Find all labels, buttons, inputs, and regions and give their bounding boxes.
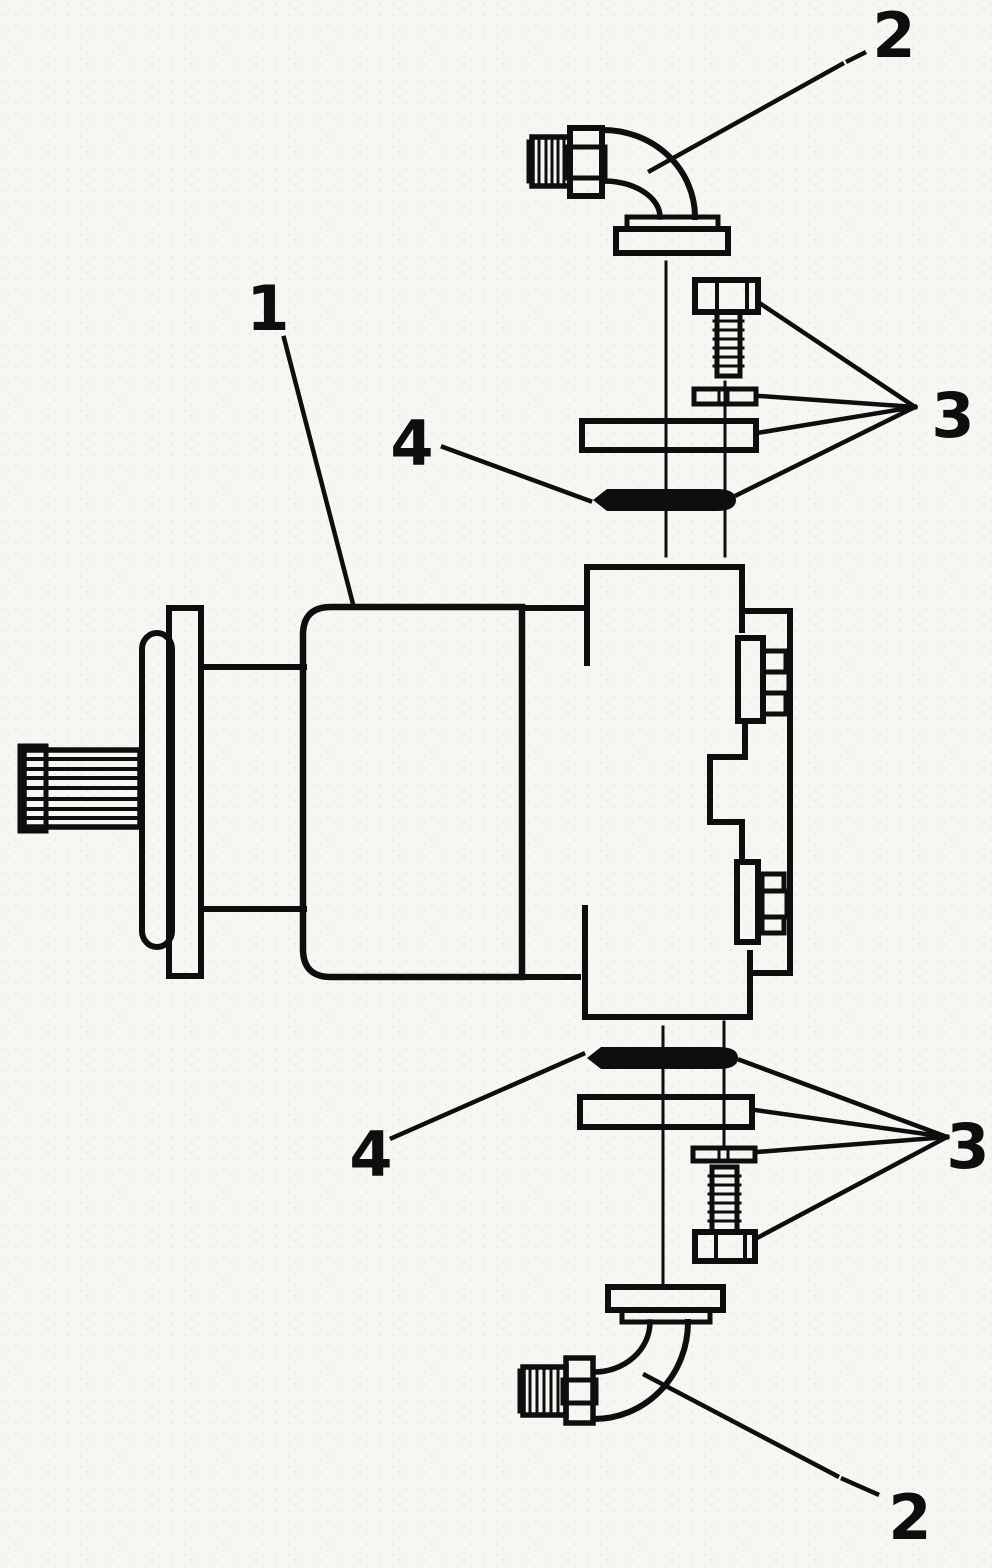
washer-body <box>691 386 759 407</box>
bolt-shank <box>714 309 743 379</box>
threaded-stub <box>520 1364 569 1418</box>
leader-item2-top <box>646 60 846 175</box>
callout-flange-kit-top: 3 <box>931 379 974 452</box>
elbow-outer-curve <box>599 126 699 221</box>
callout-elbow-top: 2 <box>872 0 915 72</box>
leader-lines <box>281 49 951 1497</box>
leader-item1 <box>281 335 356 607</box>
lock-washer-top <box>691 386 759 407</box>
lock-washer-bottom <box>690 1145 758 1164</box>
bolt-top <box>692 277 761 379</box>
callout-elbow-bottom: 2 <box>888 1481 931 1554</box>
elbow-fitting-top <box>526 125 731 256</box>
washer-body <box>690 1145 758 1164</box>
split-flange-half-bottom <box>577 1094 755 1130</box>
port-block-notch <box>707 718 748 865</box>
callout-pump-assembly: 1 <box>246 272 289 345</box>
flange-head-step <box>619 1307 713 1325</box>
front-housing <box>299 603 526 981</box>
bolt-thread-hatching <box>712 319 745 368</box>
bolt-bottom <box>692 1164 758 1264</box>
hex-plug-band <box>760 690 789 717</box>
end-cover-port-block <box>519 564 793 1020</box>
thread-hatching <box>537 137 566 186</box>
split-flange-half-top <box>579 418 759 453</box>
leader-item4-bottom <box>389 1051 586 1141</box>
hex-plug-band <box>759 914 787 936</box>
leader-item2-bottom-dash <box>840 1476 880 1497</box>
hex-nut <box>567 125 605 199</box>
bolt-thread-hatching <box>707 1174 742 1223</box>
o-ring-top <box>593 489 736 511</box>
mounting-flange <box>166 605 204 979</box>
side-port-boss-lower <box>734 859 790 945</box>
port-kit-top <box>579 260 761 558</box>
callout-flange-kit-bottom: 3 <box>946 1110 989 1183</box>
bolt-head <box>692 1229 758 1264</box>
elbow-inner-curve <box>600 178 663 220</box>
callout-labels: 1 2 3 4 4 3 2 <box>246 0 989 1554</box>
pump-body <box>17 603 526 981</box>
leader-item2-top-dash <box>844 49 868 65</box>
elbow-outer-curve <box>590 1318 692 1423</box>
flange-head <box>613 226 731 256</box>
port-block-outline <box>582 564 793 1020</box>
shaft-spline-hatching <box>26 757 139 820</box>
boss-plate <box>734 859 761 945</box>
thread-hatching <box>528 1367 560 1415</box>
leader-item4-top <box>440 444 593 504</box>
leader-item3-bottom <box>737 1057 951 1242</box>
hex-nut-flat <box>560 1377 599 1406</box>
side-port-boss-upper <box>735 635 792 724</box>
leader-item2-bottom <box>641 1371 841 1480</box>
leader-item3-top <box>733 298 919 499</box>
elbow-fitting-bottom <box>517 1284 726 1426</box>
hex-nut-flat <box>564 144 608 181</box>
callout-o-ring-bottom: 4 <box>349 1118 392 1191</box>
elbow-inner-curve <box>591 1319 653 1375</box>
port-kit-bottom <box>577 1020 758 1285</box>
o-ring-bottom <box>587 1047 738 1069</box>
callout-o-ring-top: 4 <box>390 407 433 480</box>
